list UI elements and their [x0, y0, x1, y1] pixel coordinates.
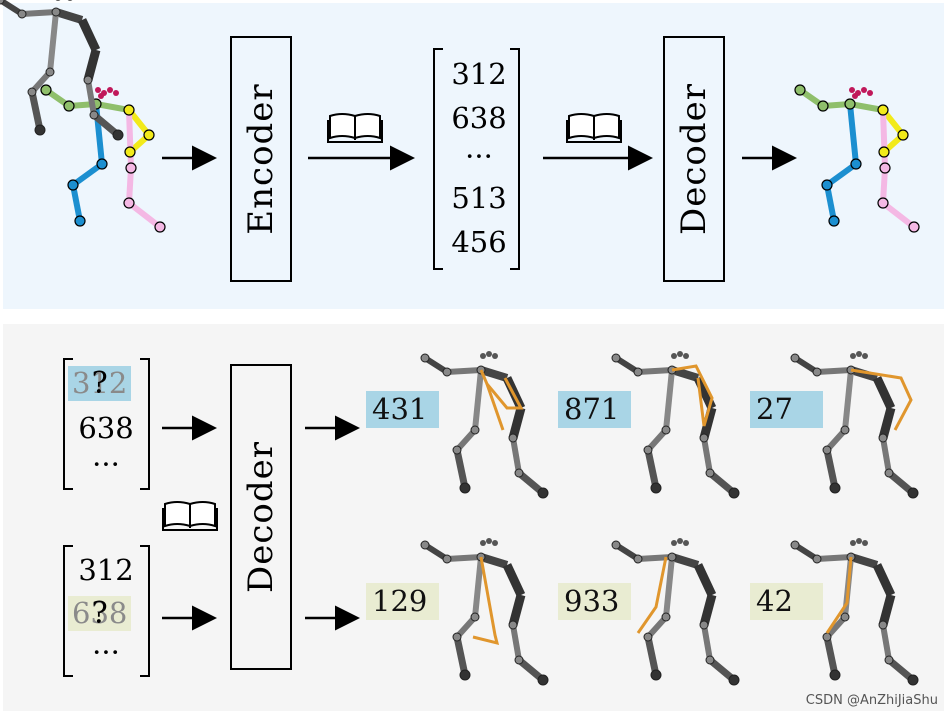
decoder-box-top: Decoder [663, 36, 725, 282]
ellipsis: ··· [92, 635, 120, 669]
pose-871 [612, 351, 739, 498]
codebook-icon [162, 501, 218, 531]
watermark: CSDN @AnZhiJiaShu [805, 693, 938, 708]
pose-933 [612, 538, 739, 685]
predicted-token: 27 [750, 391, 823, 428]
predicted-token: 933 [558, 583, 631, 620]
ellipsis: ··· [92, 447, 120, 481]
pose-431 [421, 351, 548, 498]
predicted-token: 129 [366, 583, 439, 620]
predicted-token: 42 [750, 583, 823, 620]
code-token: 513 [451, 181, 507, 215]
output-pose-skeleton [794, 84, 920, 233]
predicted-token: 871 [558, 391, 631, 428]
code-vector-left-bracket [433, 48, 443, 270]
decoder-label: Decoder [241, 440, 281, 594]
bottom-panel [3, 324, 944, 711]
query2-right-bracket [140, 545, 150, 677]
query1-left-bracket [63, 358, 73, 490]
masked-token: 638 ? [68, 595, 132, 631]
code-vector-right-bracket [510, 48, 520, 270]
predicted-token: 431 [366, 391, 439, 428]
decoder-box-bottom: Decoder [230, 364, 292, 670]
masked-token: 312 ? [68, 365, 132, 401]
pose-129 [421, 538, 548, 685]
query1-right-bracket [140, 358, 150, 490]
codebook-icon [327, 113, 383, 143]
code-token: 312 [78, 553, 134, 587]
encoder-box: Encoder [230, 36, 292, 282]
code-token: 638 [451, 101, 507, 135]
mask-question-mark: ? [91, 365, 108, 401]
pose-42 [791, 538, 918, 685]
code-token: 638 [78, 411, 134, 445]
code-token: 456 [451, 225, 507, 259]
encoder-label: Encoder [241, 83, 281, 235]
codebook-icon [566, 113, 622, 143]
decoder-label: Decoder [674, 82, 714, 236]
pose-27 [791, 351, 918, 498]
mask-question-mark: ? [91, 595, 108, 631]
query2-left-bracket [63, 545, 73, 677]
code-token: 312 [451, 57, 507, 91]
code-token: ··· [465, 139, 493, 173]
input-pose-skeleton [40, 84, 166, 233]
